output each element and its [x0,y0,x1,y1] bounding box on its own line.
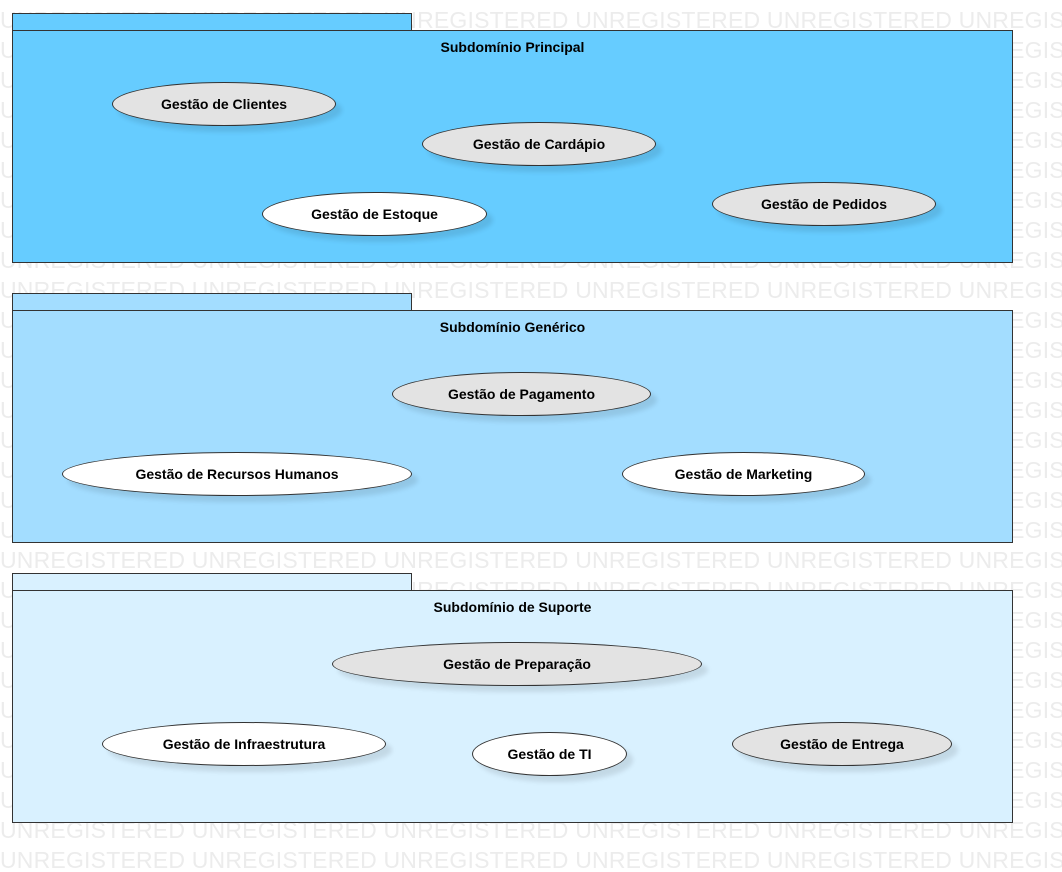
package-subdominio-generico[interactable]: Subdomínio Genérico Gestão de Pagamento … [12,293,1013,543]
use-case-gestao-de-estoque[interactable]: Gestão de Estoque [262,192,487,236]
package-tab [12,293,412,310]
package-title: Subdomínio de Suporte [433,599,592,615]
watermark-row: UNREGISTERED UNREGISTERED UNREGISTERED U… [0,847,1062,872]
package-subdominio-de-suporte[interactable]: Subdomínio de Suporte Gestão de Preparaç… [12,573,1013,823]
use-case-gestao-de-clientes[interactable]: Gestão de Clientes [112,82,336,126]
use-case-gestao-de-ti[interactable]: Gestão de TI [472,732,627,776]
use-case-gestao-de-entrega[interactable]: Gestão de Entrega [732,722,952,766]
use-case-gestao-de-recursos-humanos[interactable]: Gestão de Recursos Humanos [62,452,412,496]
use-case-gestao-de-marketing[interactable]: Gestão de Marketing [622,452,865,496]
use-case-gestao-de-pedidos[interactable]: Gestão de Pedidos [712,182,936,226]
watermark-row: UNREGISTERED UNREGISTERED UNREGISTERED U… [0,547,1062,573]
package-tab [12,13,412,30]
use-case-gestao-de-preparacao[interactable]: Gestão de Preparação [332,642,702,686]
package-tab [12,573,412,590]
package-title: Subdomínio Genérico [439,319,586,335]
use-case-gestao-de-pagamento[interactable]: Gestão de Pagamento [392,372,651,416]
use-case-gestao-de-cardapio[interactable]: Gestão de Cardápio [422,122,656,166]
package-subdominio-principal[interactable]: Subdomínio Principal Gestão de Clientes … [12,13,1013,263]
use-case-gestao-de-infraestrutura[interactable]: Gestão de Infraestrutura [102,722,386,766]
package-body: Subdomínio de Suporte [12,590,1013,823]
package-title: Subdomínio Principal [440,39,585,55]
package-body: Subdomínio Genérico [12,310,1013,543]
